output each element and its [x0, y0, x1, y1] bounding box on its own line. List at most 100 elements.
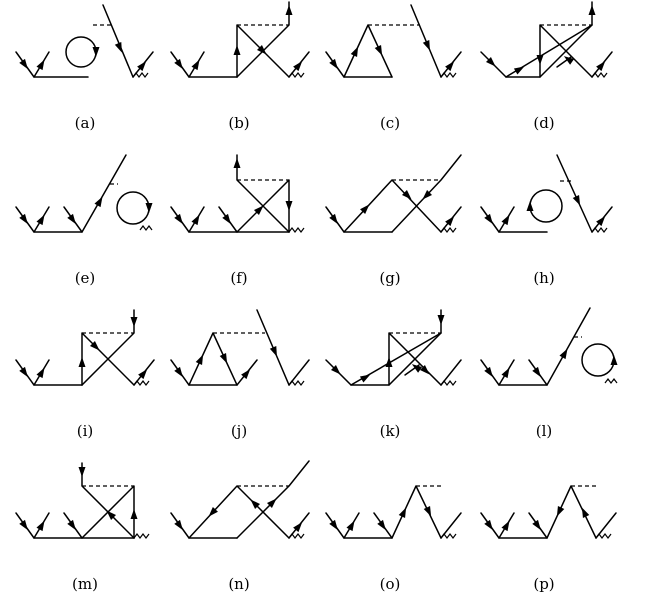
arrow-icon	[422, 40, 434, 52]
arrow-icon	[130, 509, 138, 519]
photon-line	[288, 380, 305, 386]
fermion-line	[170, 485, 290, 539]
panel-label: (p)	[533, 575, 554, 593]
arrow-icon	[233, 45, 241, 55]
diagram-panel-h: (h)	[480, 154, 613, 287]
diagram-panel-g: (g)	[325, 154, 462, 287]
fermion-line	[81, 462, 135, 539]
diagram-panel-m: (m)	[15, 462, 150, 593]
diagram-panel-k: (k)	[325, 309, 462, 440]
arrow-icon	[114, 42, 126, 54]
photon-line	[133, 533, 150, 539]
arrow-icon	[233, 158, 241, 168]
fermion-line	[81, 309, 135, 386]
arrow-icon	[501, 365, 513, 379]
arrow-icon	[559, 346, 571, 360]
arrow-icon	[285, 5, 293, 15]
fermion-line	[528, 307, 591, 386]
diagram-panel-c: (c)	[325, 4, 462, 132]
fermion-line	[188, 332, 238, 386]
panel-label: (f)	[230, 269, 247, 287]
fermion-line	[480, 485, 597, 539]
arrow-icon	[423, 505, 435, 519]
arrow-icon	[94, 194, 106, 208]
arrow-icon	[553, 505, 565, 519]
diagram-panel-n: (n)	[170, 460, 310, 593]
arrow-icon	[36, 212, 48, 226]
arrow-icon	[526, 201, 534, 211]
arrow-icon	[350, 44, 362, 58]
arrow-icon	[36, 518, 48, 532]
diagram-panel-a: (a)	[15, 4, 154, 132]
diagram-panel-e: (e)	[15, 154, 153, 287]
fermion-line	[65, 36, 97, 68]
arrow-icon	[588, 5, 596, 15]
photon-line	[591, 72, 608, 78]
arrow-icon	[36, 57, 48, 71]
arrow-icon	[346, 518, 358, 532]
fermion-line	[556, 154, 593, 233]
fermion-line	[102, 4, 134, 78]
photon-line	[132, 72, 149, 78]
arrow-icon	[36, 365, 48, 379]
diagram-panel-f: (f)	[170, 154, 305, 287]
fermion-line	[581, 343, 615, 377]
arrow-icon	[191, 212, 203, 226]
panel-label: (d)	[533, 114, 554, 132]
arrow-icon	[398, 505, 410, 519]
photon-line	[288, 533, 305, 539]
photon-line	[288, 72, 305, 78]
arrow-icon	[78, 357, 86, 367]
fermion-line	[170, 359, 258, 386]
fermion-line	[236, 154, 290, 233]
fermion-line	[236, 1, 290, 78]
panel-label: (b)	[228, 114, 249, 132]
fermion-line	[116, 191, 150, 225]
photon-line	[133, 380, 150, 386]
arrow-icon	[130, 317, 138, 327]
photon-line	[591, 227, 608, 233]
panel-label: (a)	[75, 114, 96, 132]
arrow-icon	[191, 57, 203, 71]
panel-label: (o)	[380, 575, 401, 593]
arrow-icon	[78, 467, 86, 477]
arrow-icon	[572, 194, 584, 208]
panel-label: (g)	[379, 269, 400, 287]
diagram-panel-d: (d)	[480, 1, 613, 132]
arrow-icon	[578, 505, 590, 519]
photon-line	[288, 227, 305, 233]
fermion-line	[63, 154, 127, 233]
diagram-panel-p: (p)	[480, 485, 617, 593]
fermion-line	[410, 4, 442, 78]
panel-label: (k)	[380, 422, 401, 440]
diagram-panel-j: (j)	[170, 309, 310, 440]
diagram-panel-o: (o)	[325, 485, 462, 593]
fermion-line	[218, 179, 290, 233]
arrow-icon	[195, 352, 207, 366]
photon-line	[604, 378, 618, 384]
arrow-icon	[145, 203, 153, 213]
panel-label: (m)	[72, 575, 98, 593]
arrow-icon	[219, 352, 231, 366]
panel-label: (l)	[536, 422, 553, 440]
photon-line	[440, 380, 457, 386]
panel-label: (j)	[231, 422, 247, 440]
arrow-icon	[269, 346, 281, 358]
panel-label: (n)	[228, 575, 249, 593]
photon-line	[440, 227, 457, 233]
panel-label: (h)	[533, 269, 554, 287]
photon-line	[440, 72, 457, 78]
fermion-line	[480, 1, 593, 78]
panel-label: (i)	[77, 422, 94, 440]
photon-line	[440, 533, 457, 539]
arrow-icon	[92, 47, 100, 57]
diagram-panel-i: (i)	[15, 309, 155, 440]
arrow-icon	[610, 355, 618, 365]
photon-line	[139, 225, 153, 231]
diagram-panel-l: (l)	[480, 307, 618, 440]
panel-label: (e)	[75, 269, 96, 287]
arrow-icon	[501, 518, 513, 532]
arrow-icon	[501, 212, 513, 226]
